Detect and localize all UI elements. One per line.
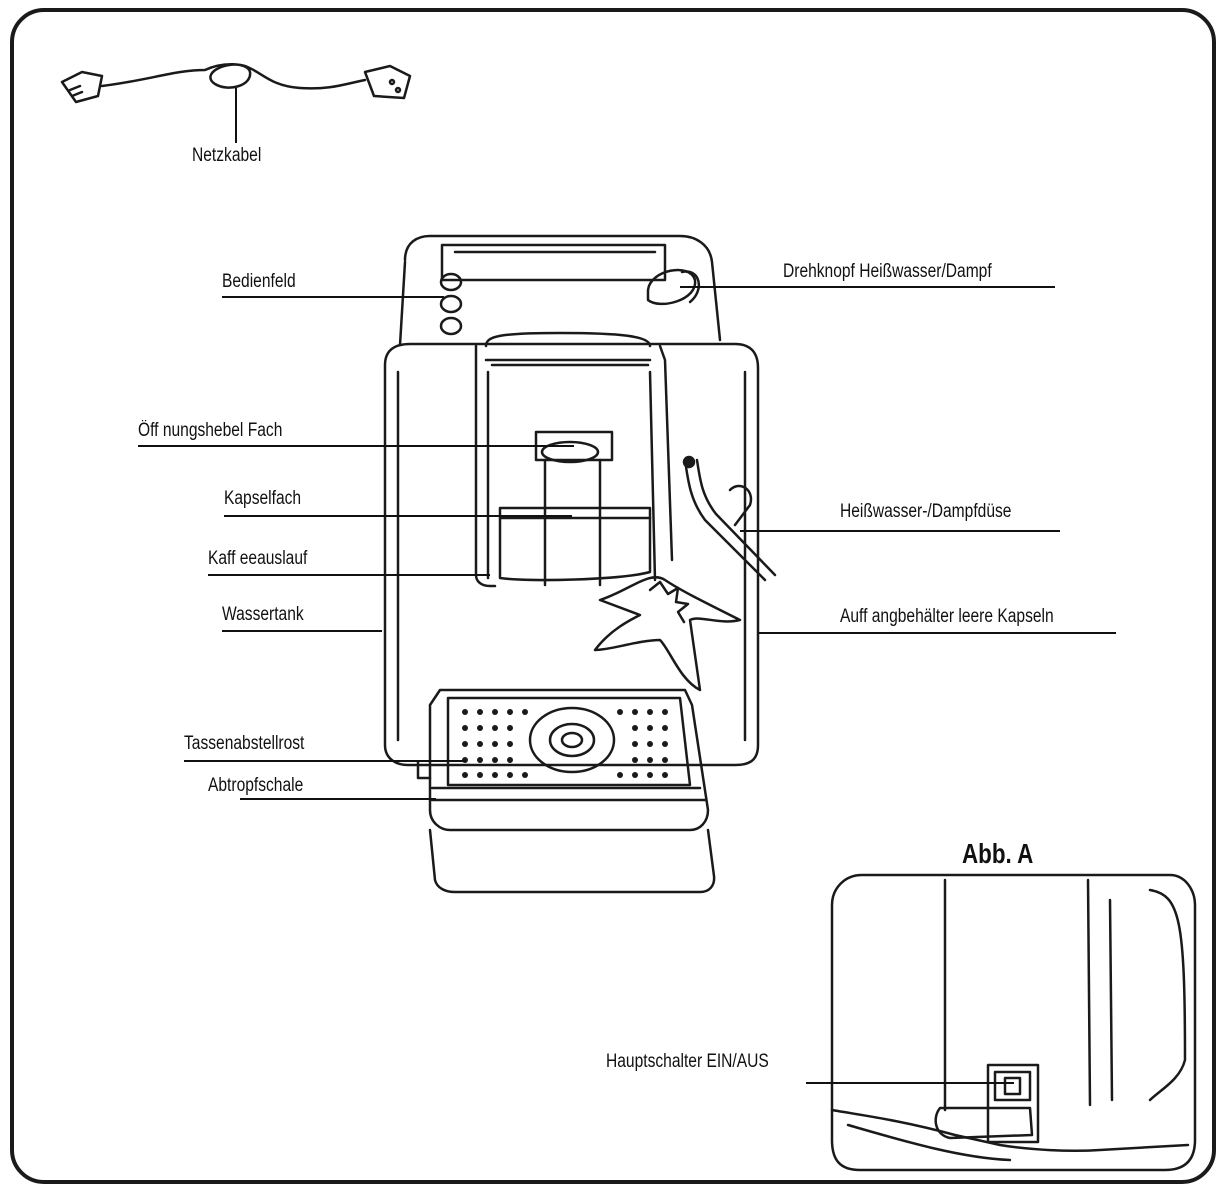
leader-bedienfeld — [222, 296, 444, 298]
leader-tassenabstellrost — [184, 760, 466, 762]
label-duese: Heißwasser-/Dampfdüse — [840, 501, 1012, 522]
diagram-frame — [10, 8, 1216, 1184]
label-netzkabel: Netzkabel — [192, 145, 262, 166]
label-auffangbehaelter: Auff angbehälter leere Kapseln — [840, 606, 1054, 627]
coffee-machine — [383, 234, 777, 894]
inset-title: Abb. A — [962, 838, 1034, 869]
leader-netzkabel — [235, 88, 237, 143]
label-tassenabstellrost: Tassenabstellrost — [184, 733, 305, 754]
leader-kaffeeauslauf — [208, 574, 490, 576]
leader-wassertank — [222, 630, 382, 632]
inset-illustration — [830, 873, 1197, 1172]
label-kapselfach: Kapselfach — [224, 488, 302, 509]
leader-drehknopf — [680, 286, 1055, 288]
leader-kapselfach — [224, 515, 572, 517]
label-wassertank: Wassertank — [222, 604, 304, 625]
leader-auffangbehaelter — [758, 632, 1116, 634]
leader-oeffnungshebel — [138, 445, 574, 447]
leader-duese — [740, 530, 1060, 532]
cup-grid-dots — [462, 709, 668, 778]
label-oeffnungshebel: Öff nungshebel Fach — [138, 420, 283, 441]
label-hauptschalter: Hauptschalter EIN/AUS — [606, 1051, 769, 1072]
leader-abtropfschale — [240, 798, 436, 800]
leader-hauptschalter — [806, 1082, 1014, 1084]
label-abtropfschale: Abtropfschale — [208, 775, 304, 796]
power-cable-icon — [60, 63, 412, 104]
label-kaffeeauslauf: Kaff eeauslauf — [208, 548, 308, 569]
label-drehknopf: Drehknopf Heißwasser/Dampf — [783, 261, 992, 282]
label-bedienfeld: Bedienfeld — [222, 271, 296, 292]
